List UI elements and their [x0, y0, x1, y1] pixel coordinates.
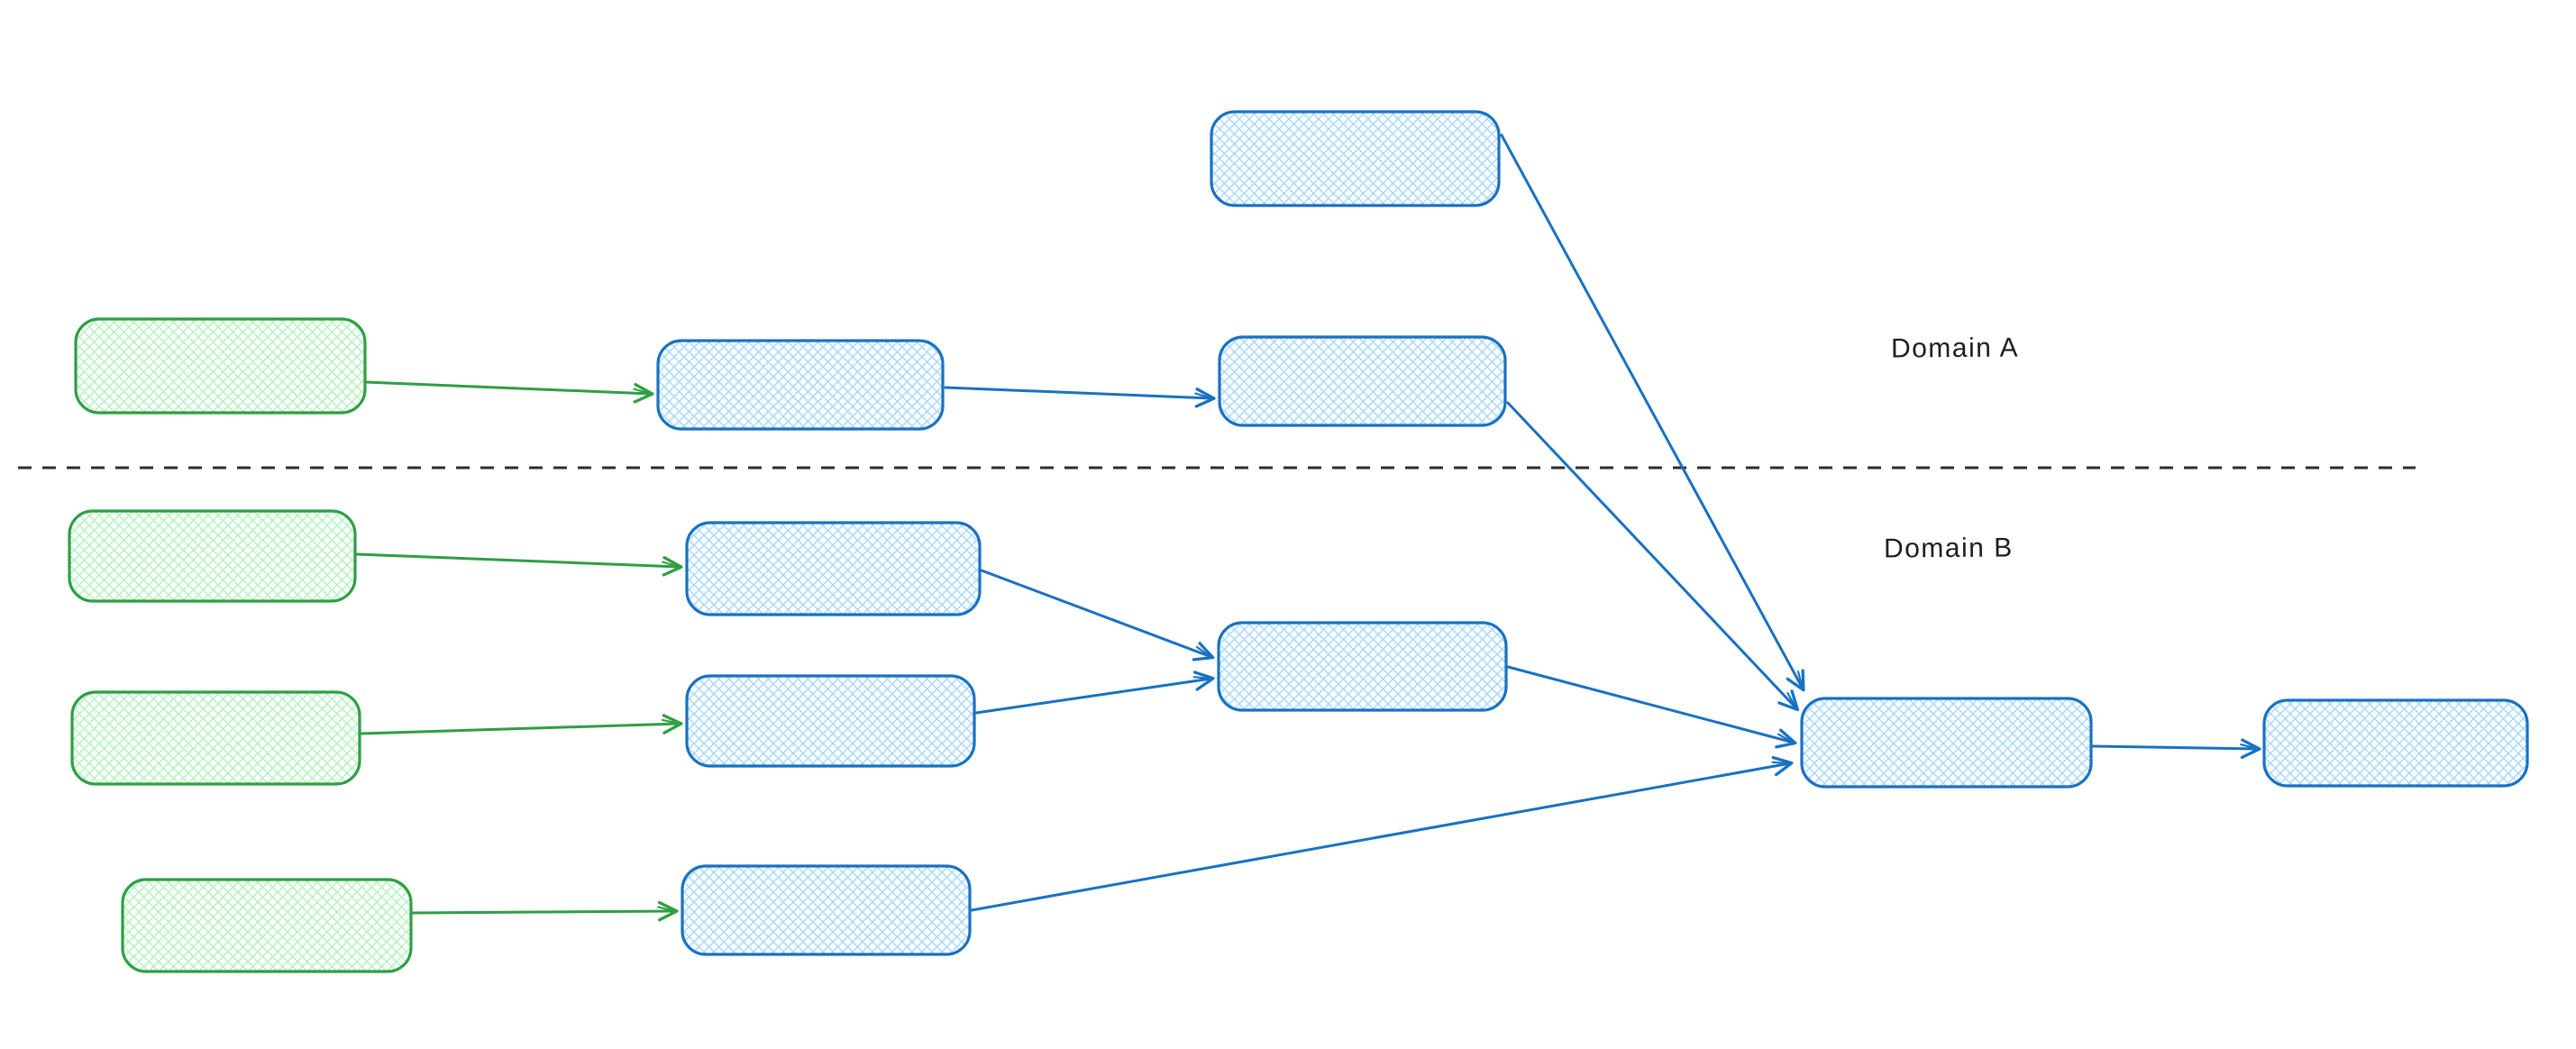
edges-layer [355, 133, 2261, 922]
edge-green-a1-to-stage1-a [364, 380, 654, 404]
edge-blue-stage1b2-to-merge [974, 670, 1215, 715]
edge-blue-stage1b1-to-merge [980, 569, 1215, 661]
domain-b-label: Domain B [1883, 533, 2014, 564]
edge-blue-stage2a-to-hub [1506, 401, 1799, 712]
node-blue-stage1-b3 [681, 864, 972, 956]
node-blue-stage2-a [1218, 335, 1507, 427]
edge-green-b2-to-stage1-b2 [360, 714, 683, 735]
domain-a-label: Domain A [1890, 333, 2020, 364]
node-blue-stage1-a [656, 339, 945, 431]
edge-blue-top-to-hub [1500, 133, 1805, 692]
edge-blue-merge-to-hub [1506, 665, 1797, 749]
edge-green-b3-to-stage1-b3 [411, 900, 679, 922]
edge-green-b1-to-stage1-b1 [355, 552, 683, 577]
node-blue-merge-b [1217, 621, 1508, 712]
node-green-source-b3 [121, 878, 413, 973]
node-green-source-a1 [74, 317, 367, 415]
node-blue-top [1210, 110, 1501, 207]
edge-blue-hub-to-output [2091, 738, 2261, 759]
edge-blue-stage1a-to-stage2a [944, 386, 1216, 408]
node-blue-hub [1800, 697, 2093, 789]
edge-blue-stage1b3-to-hub [970, 755, 1794, 912]
nodes-layer [68, 110, 2529, 973]
node-blue-stage1-b2 [685, 674, 976, 768]
node-green-source-b2 [70, 690, 361, 786]
node-blue-output [2262, 698, 2529, 788]
node-blue-stage1-b1 [685, 521, 982, 616]
node-green-source-b1 [68, 509, 357, 603]
